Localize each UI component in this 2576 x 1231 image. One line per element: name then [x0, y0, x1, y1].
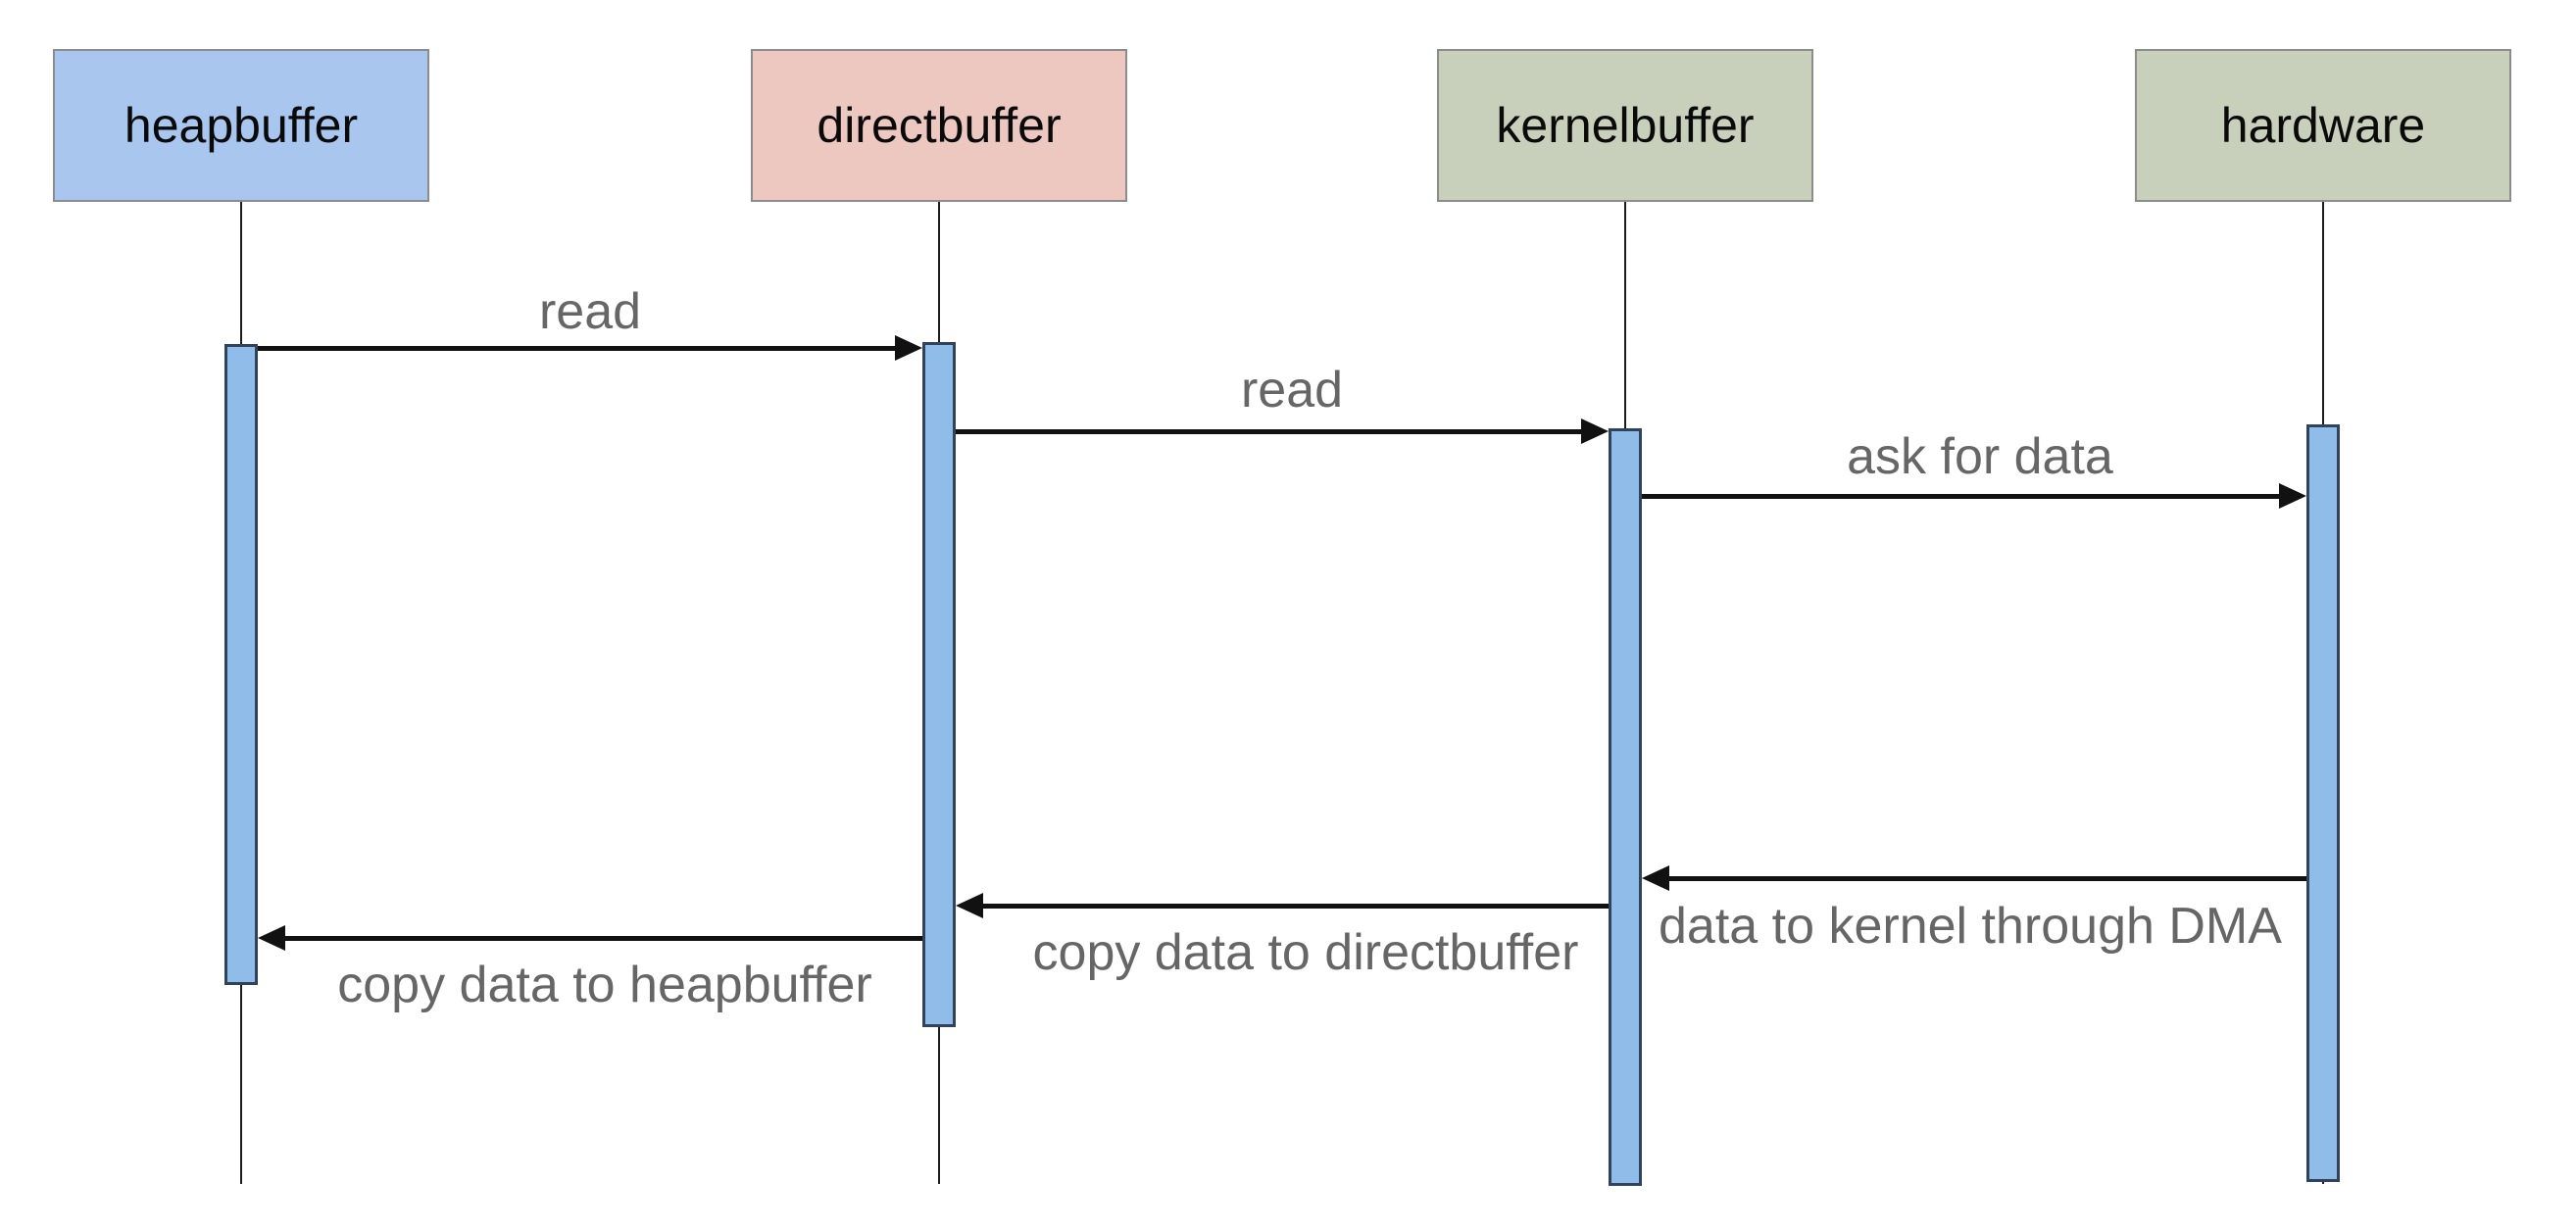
arrowhead-left-icon: [1642, 865, 1669, 891]
message-label-copy-to-directbuffer: copy data to directbuffer: [1032, 924, 1579, 981]
message-label-read-1: read: [538, 283, 642, 340]
actor-box-directbuffer: directbuffer: [751, 49, 1127, 202]
message-label-read-2: read: [1240, 362, 1344, 419]
message-line-read-1: [258, 346, 899, 351]
actor-label-directbuffer: directbuffer: [817, 98, 1062, 153]
message-label-copy-to-heapbuffer: copy data to heapbuffer: [337, 957, 872, 1013]
activation-bar-kernelbuffer: [1609, 428, 1642, 1186]
message-line-read-2: [956, 429, 1585, 434]
actor-label-hardware: hardware: [2220, 98, 2426, 153]
actor-box-kernelbuffer: kernelbuffer: [1437, 49, 1813, 202]
actor-box-heapbuffer: heapbuffer: [53, 49, 429, 202]
arrowhead-right-icon: [895, 335, 922, 361]
message-line-copy-to-heapbuffer: [283, 936, 922, 941]
message-line-data-to-kernel: [1667, 876, 2306, 881]
arrowhead-left-icon: [956, 893, 983, 918]
message-line-copy-to-directbuffer: [981, 904, 1609, 909]
message-line-ask-for-data: [1642, 494, 2283, 499]
message-label-data-to-kernel: data to kernel through DMA: [1659, 898, 2282, 955]
actor-box-hardware: hardware: [2135, 49, 2511, 202]
arrowhead-right-icon: [2279, 483, 2306, 509]
arrowhead-right-icon: [1581, 419, 1609, 444]
actor-label-heapbuffer: heapbuffer: [124, 98, 359, 153]
actor-label-kernelbuffer: kernelbuffer: [1496, 98, 1755, 153]
activation-bar-hardware: [2306, 424, 2340, 1182]
message-label-ask-for-data: ask for data: [1847, 428, 2113, 485]
activation-bar-heapbuffer: [224, 344, 258, 985]
activation-bar-directbuffer: [922, 342, 956, 1027]
arrowhead-left-icon: [258, 925, 285, 951]
